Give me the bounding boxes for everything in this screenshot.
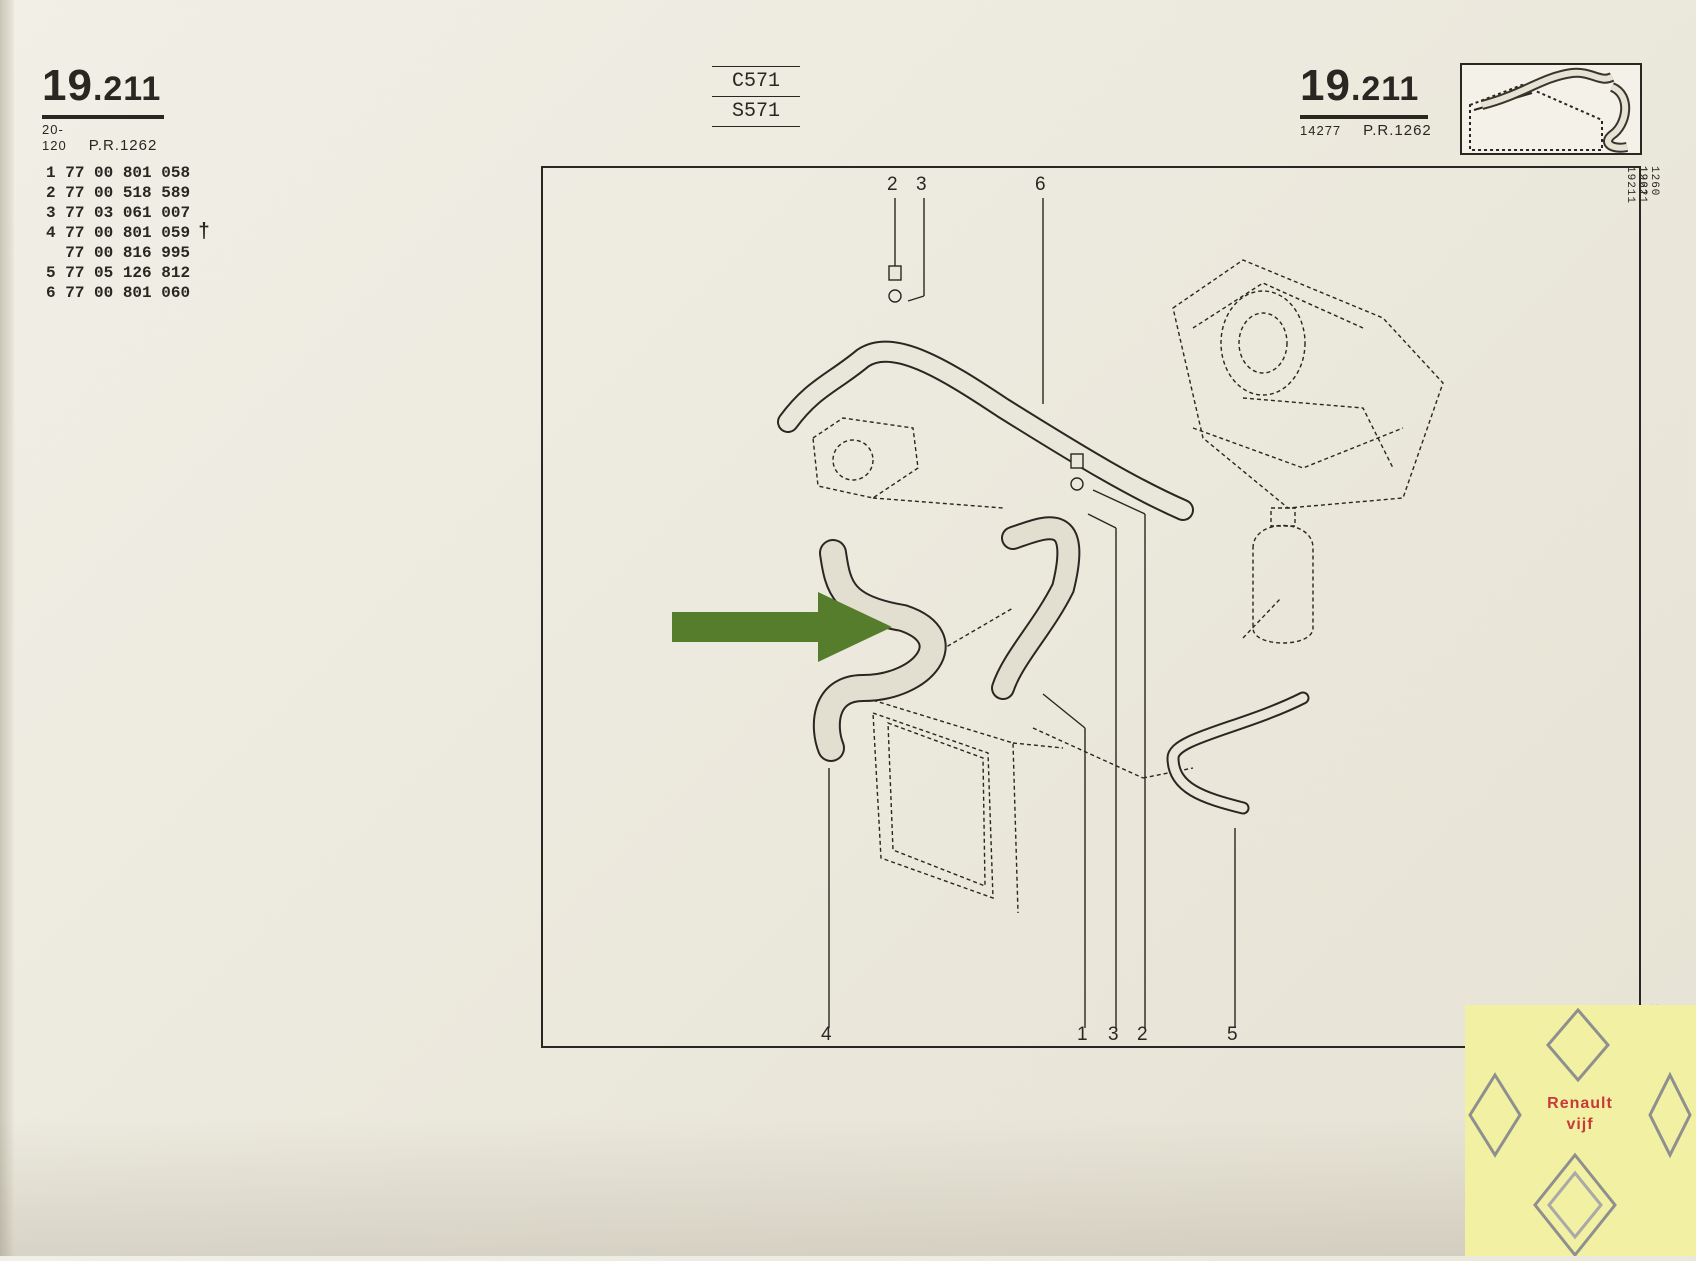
callout-4-bottom: 4 (821, 1024, 832, 1045)
renault-diamond-icon (1468, 1007, 1692, 1258)
logo-text-line-2: vijf (1566, 1116, 1594, 1133)
part-row: 6 77 00 801 060 (46, 283, 210, 303)
part-row: 77 00 816 995 (46, 243, 210, 263)
model-code-2: S571 (731, 100, 780, 123)
part-reference: 77 05 126 812 (65, 264, 191, 282)
part-number: 6 (46, 284, 56, 302)
part-number: 1 (46, 164, 56, 182)
part-reference: 77 00 518 589 (65, 184, 191, 202)
part-reference: 77 00 801 060 (65, 284, 191, 302)
callout-3-bottom: 3 (1108, 1024, 1119, 1045)
model-codes: C571 S571 (712, 66, 800, 127)
part-row: 4 77 00 801 059 † (46, 223, 210, 243)
section-code-right: 19.211 14277 P.R.1262 (1300, 61, 1431, 139)
section-code-left-pr: P.R.1262 (88, 137, 158, 154)
section-code-right-sub: 14277 (1300, 123, 1342, 138)
part-reference: 77 00 801 059 (65, 224, 191, 242)
parts-list: 1 77 00 801 058 2 77 00 518 589 3 77 03 … (46, 163, 210, 303)
callout-5-bottom: 5 (1227, 1024, 1238, 1045)
page-shadow (0, 1116, 1696, 1256)
section-code-right-main: 19 (1300, 61, 1351, 110)
model-code-1: C571 (731, 70, 780, 93)
part-number: 4 (46, 224, 56, 242)
callout-6-top: 6 (1035, 174, 1046, 195)
logo-text-line-1: Renault (1547, 1095, 1613, 1112)
part-reference: 77 03 061 007 (65, 204, 191, 222)
part-row: 5 77 05 126 812 (46, 263, 210, 283)
callout-2-top: 2 (887, 174, 898, 195)
section-code-left: 19.211 20-120 P.R.1262 (42, 64, 164, 154)
part-reference: 77 00 816 995 (65, 244, 191, 262)
renault-vijf-logo (1465, 1005, 1696, 1258)
part-row: 2 77 00 518 589 (46, 183, 210, 203)
section-code-left-rule (42, 115, 164, 119)
part-number: 2 (46, 184, 56, 202)
page-binding-edge (0, 0, 14, 1256)
part-number: 5 (46, 264, 56, 282)
callout-3-top: 3 (916, 174, 927, 195)
part-reference: 77 00 801 058 (65, 164, 191, 182)
part-row: 3 77 03 061 007 (46, 203, 210, 223)
exploded-diagram: 2 3 6 4 1 3 2 5 (541, 166, 1641, 1048)
section-code-left-decimal: .211 (92, 70, 162, 108)
logo-text: Renault vijf (1520, 1093, 1640, 1135)
section-code-left-sub: 20-120 (42, 122, 67, 153)
dagger-mark: † (198, 221, 211, 244)
diagram-drawing (777, 198, 1444, 1028)
section-thumbnail (1460, 63, 1642, 155)
section-code-right-pr: P.R.1262 (1363, 122, 1432, 139)
section-code-right-rule (1300, 115, 1428, 119)
callout-1-bottom: 1 (1077, 1024, 1088, 1045)
part-number: 3 (46, 204, 56, 222)
thumbnail-hose-illustration (1469, 67, 1631, 153)
part-row: 1 77 00 801 058 (46, 163, 210, 183)
section-code-left-main: 19 (42, 61, 93, 110)
highlight-arrow-icon (672, 592, 892, 662)
section-code-right-decimal: .211 (1350, 70, 1420, 108)
callout-2-bottom: 2 (1137, 1024, 1148, 1045)
